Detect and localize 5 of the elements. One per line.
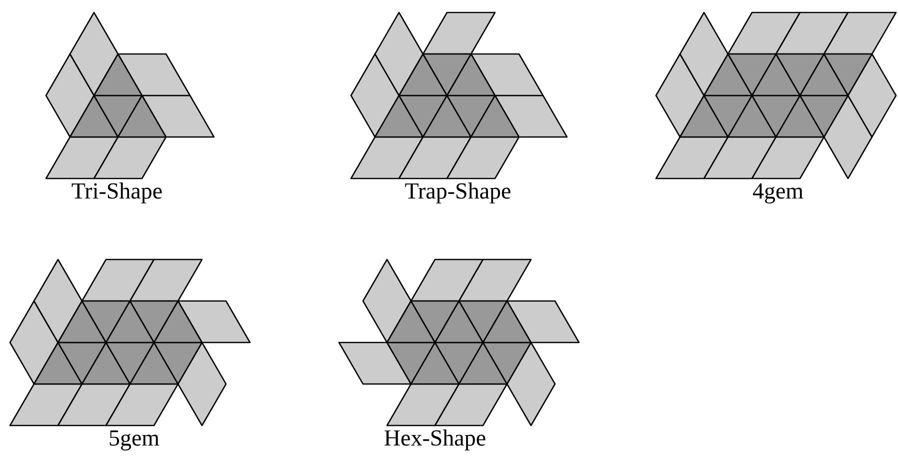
shape-caption: 4gem bbox=[752, 180, 804, 202]
shape-caption: Tri-Shape bbox=[71, 180, 163, 202]
shape-caption: Trap-Shape bbox=[404, 180, 512, 202]
shape-caption: 5gem bbox=[108, 426, 160, 450]
shape-caption: Hex-Shape bbox=[384, 426, 486, 450]
